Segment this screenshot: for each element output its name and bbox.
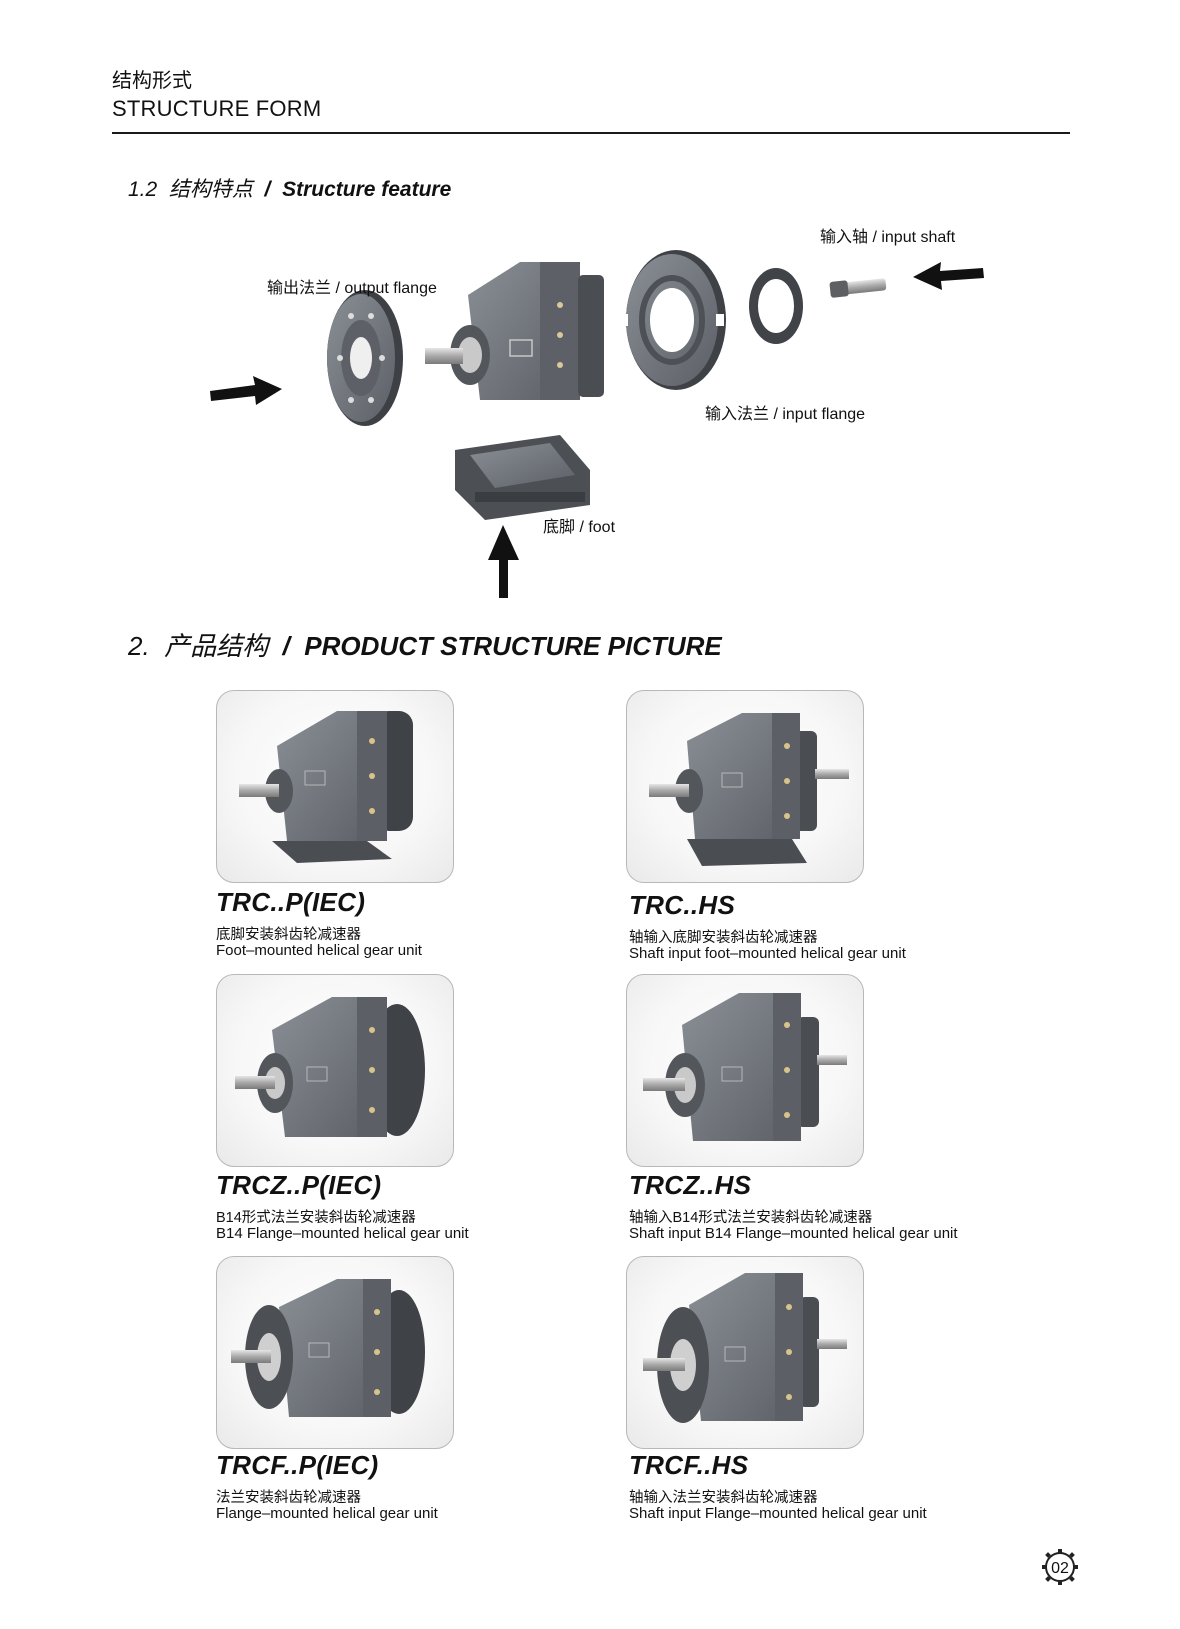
label-input-flange: 输入法兰 / input flange xyxy=(705,406,866,423)
input-shaft-part xyxy=(829,278,887,298)
product-model-title: TRCZ..HS xyxy=(629,1170,752,1200)
product-image xyxy=(626,1256,864,1449)
gearbox-housing-part xyxy=(425,262,604,400)
gearbox-flange-mounted-image xyxy=(231,1279,425,1417)
label-input-shaft: 输入轴 / input shaft xyxy=(820,229,956,246)
section2-title-cn: 产品结构 xyxy=(164,631,269,661)
product-desc-en: Shaft input foot–mounted helical gear un… xyxy=(629,945,906,962)
header-divider xyxy=(112,132,1070,134)
section2-number: 2. xyxy=(128,631,150,661)
product-image xyxy=(216,690,454,883)
gearbox-shaft-input-foot-image xyxy=(649,713,849,866)
product-model-title: TRC..HS xyxy=(629,890,736,920)
section1-separator: / xyxy=(264,178,271,201)
product-desc-cn: 底脚安装斜齿轮减速器 xyxy=(216,927,361,943)
section2-title: 2. 产品结构 / PRODUCT STRUCTURE PICTURE xyxy=(128,626,722,663)
product-desc-cn: 轴输入法兰安装斜齿轮减速器 xyxy=(629,1490,818,1506)
product-desc-cn: B14形式法兰安装斜齿轮减速器 xyxy=(216,1210,416,1226)
page-number: 02 xyxy=(1051,1560,1069,1577)
product-model-title: TRC..P(IEC) xyxy=(216,887,366,917)
arrow-right-icon xyxy=(210,376,282,405)
product-image xyxy=(216,1256,454,1449)
arrow-up-icon xyxy=(488,525,519,598)
header-title-cn: 结构形式 xyxy=(112,70,192,92)
input-ring-part xyxy=(749,268,803,344)
product-model-title: TRCZ..P(IEC) xyxy=(216,1170,382,1200)
label-foot: 底脚 / foot xyxy=(543,519,616,536)
product-desc-en: Flange–mounted helical gear unit xyxy=(216,1505,438,1522)
output-flange-part xyxy=(327,290,403,426)
header-title-en: STRUCTURE FORM xyxy=(112,96,322,121)
gearbox-shaft-input-b14-image xyxy=(643,993,847,1141)
product-desc-en: Foot–mounted helical gear unit xyxy=(216,942,422,959)
product-desc-en: Shaft input B14 Flange–mounted helical g… xyxy=(629,1225,958,1242)
product-desc-cn: 法兰安装斜齿轮减速器 xyxy=(216,1490,361,1506)
product-desc-en: Shaft input Flange–mounted helical gear … xyxy=(629,1505,927,1522)
section2-title-en: PRODUCT STRUCTURE PICTURE xyxy=(304,631,722,661)
product-model-title: TRCF..HS xyxy=(629,1450,749,1480)
product-image xyxy=(216,974,454,1167)
label-output-flange: 输出法兰 / output flange xyxy=(267,280,437,297)
product-desc-en: B14 Flange–mounted helical gear unit xyxy=(216,1225,469,1242)
arrow-left-icon xyxy=(913,262,984,290)
product-desc-cn: 轴输入底脚安装斜齿轮减速器 xyxy=(629,930,818,946)
foot-part xyxy=(398,435,590,520)
section1-title-cn: 结构特点 xyxy=(168,178,253,201)
gearbox-b14-flange-image xyxy=(235,997,425,1137)
section1-title: 1.2 结构特点 / Structure feature xyxy=(128,173,451,203)
section2-separator: / xyxy=(282,631,290,661)
section1-number: 1.2 xyxy=(128,178,158,201)
product-image xyxy=(626,974,864,1167)
gear-icon: 02 xyxy=(1042,1549,1078,1585)
product-desc-cn: 轴输入B14形式法兰安装斜齿轮减速器 xyxy=(629,1210,873,1226)
gearbox-foot-mounted-image xyxy=(239,711,413,863)
product-image xyxy=(626,690,864,883)
section1-title-en: Structure feature xyxy=(282,178,452,201)
product-model-title: TRCF..P(IEC) xyxy=(216,1450,379,1480)
input-flange-part xyxy=(620,250,726,390)
gearbox-shaft-input-flange-image xyxy=(643,1273,847,1423)
structure-diagram xyxy=(210,250,984,598)
page-number-badge: 02 xyxy=(1041,1548,1079,1586)
